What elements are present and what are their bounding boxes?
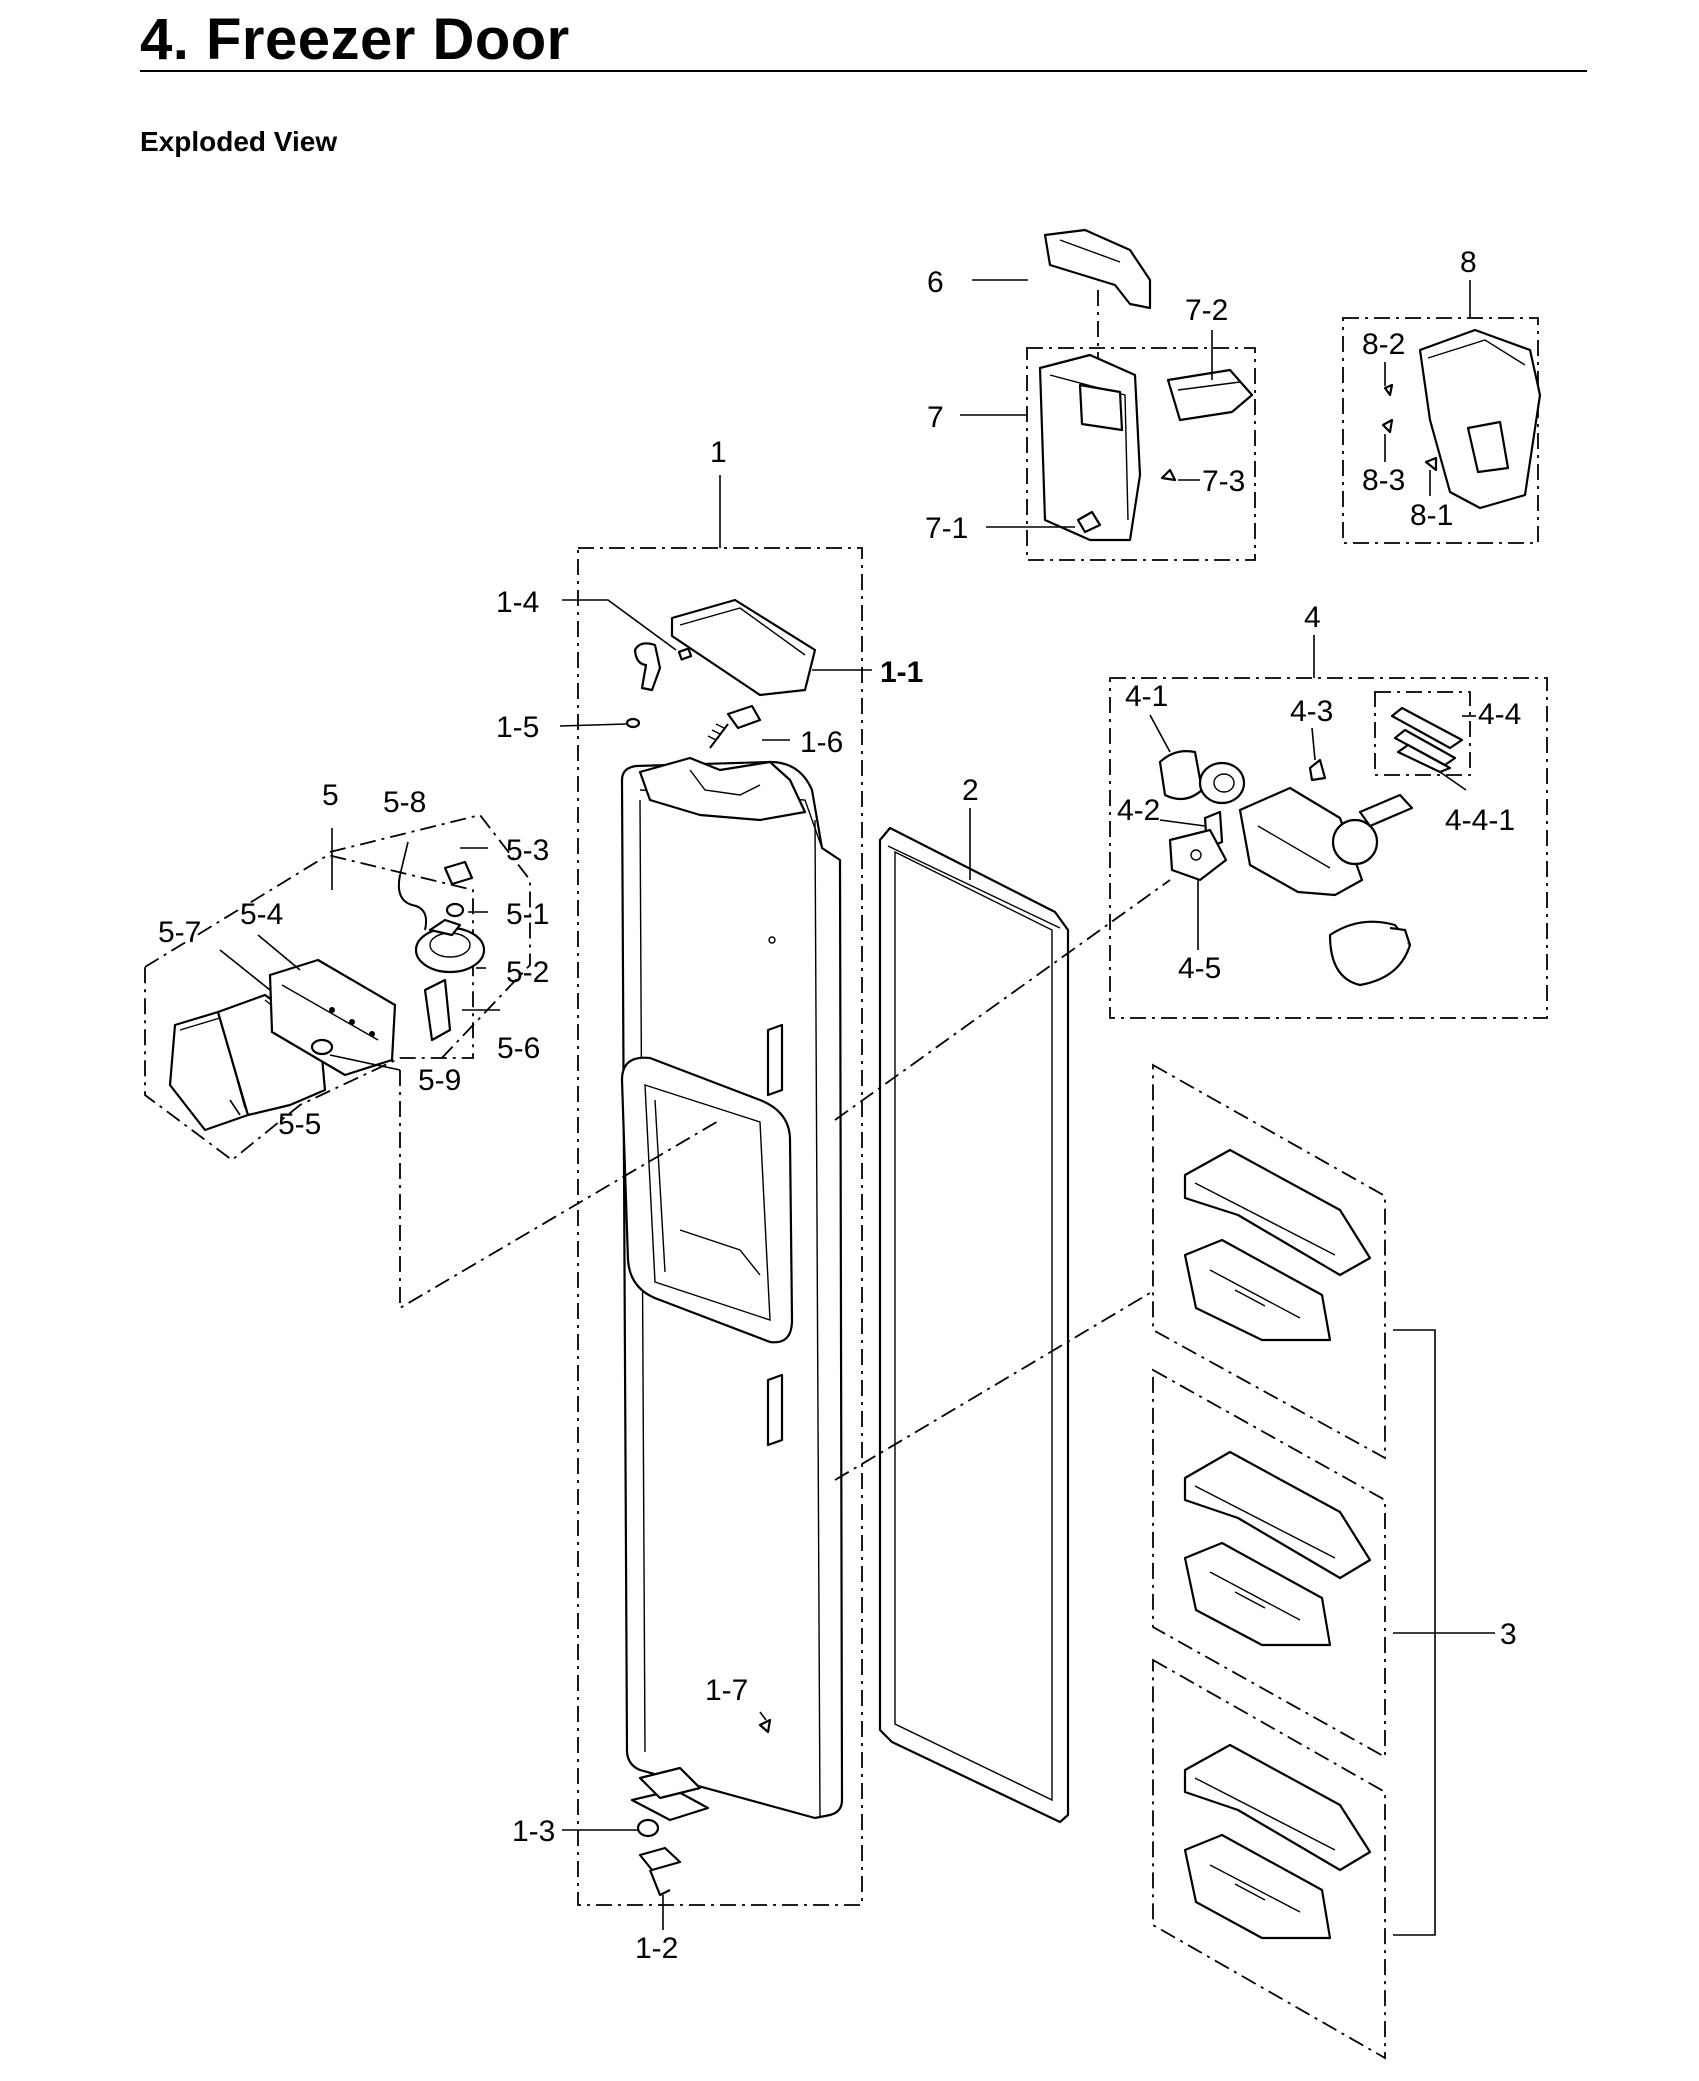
part-group-1-door-assembly bbox=[559, 475, 872, 1930]
label-5-3: 5-3 bbox=[506, 834, 549, 867]
label-3: 3 bbox=[1500, 1618, 1517, 1651]
label-4-1: 4-1 bbox=[1125, 680, 1168, 713]
label-1-1: 1-1 bbox=[880, 656, 923, 689]
label-5-2: 5-2 bbox=[506, 956, 549, 989]
label-1: 1 bbox=[710, 436, 727, 469]
group-1-boundary bbox=[577, 547, 863, 1906]
part-5-3 bbox=[443, 860, 474, 886]
label-1-2: 1-2 bbox=[635, 1932, 678, 1965]
part-8-2 bbox=[1383, 383, 1394, 397]
part-group-4-dispenser-mechanism bbox=[1109, 635, 1548, 1019]
part-4-5 bbox=[1168, 828, 1228, 882]
part-8-1 bbox=[1424, 456, 1438, 472]
label-4: 4 bbox=[1304, 601, 1321, 634]
bin-pair-middle bbox=[1183, 1450, 1372, 1647]
label-7: 7 bbox=[927, 401, 944, 434]
part-1-4 bbox=[633, 642, 662, 692]
label-5-5: 5-5 bbox=[278, 1108, 321, 1141]
part-8-3 bbox=[1381, 418, 1394, 434]
label-5-1: 5-1 bbox=[506, 898, 549, 931]
label-8-2: 8-2 bbox=[1362, 328, 1405, 361]
label-4-5: 4-5 bbox=[1178, 952, 1221, 985]
title-rule bbox=[140, 70, 1587, 72]
part-1-3-hinge-cap bbox=[636, 1818, 660, 1838]
label-1-7: 1-7 bbox=[705, 1674, 748, 1707]
label-7-3: 7-3 bbox=[1202, 465, 1245, 498]
label-5-6: 5-6 bbox=[497, 1032, 540, 1065]
label-6: 6 bbox=[927, 266, 944, 299]
label-4-2: 4-2 bbox=[1117, 794, 1160, 827]
page-title: 4. Freezer Door bbox=[140, 7, 570, 72]
part-4-1 bbox=[1158, 750, 1204, 801]
part-1-1-top-cover bbox=[670, 598, 817, 697]
part-group-7-ice-maker bbox=[960, 330, 1256, 561]
label-5-8: 5-8 bbox=[383, 786, 426, 819]
label-2: 2 bbox=[962, 774, 979, 807]
label-4-4-1: 4-4-1 bbox=[1445, 804, 1515, 837]
label-4-4: 4-4 bbox=[1478, 698, 1521, 731]
part-5-6-button bbox=[423, 978, 452, 1042]
label-1-3: 1-3 bbox=[512, 1815, 555, 1848]
label-8: 8 bbox=[1460, 246, 1477, 279]
part-1-6-screw bbox=[707, 704, 762, 749]
label-8-3: 8-3 bbox=[1362, 464, 1405, 497]
part-group-6-ice-chute-cover bbox=[972, 228, 1152, 370]
label-5-7: 5-7 bbox=[158, 916, 201, 949]
part-5-8-wire bbox=[397, 874, 428, 931]
part-1-5 bbox=[625, 717, 641, 729]
label-5: 5 bbox=[322, 779, 339, 812]
label-7-2: 7-2 bbox=[1185, 294, 1228, 327]
label-1-6: 1-6 bbox=[800, 726, 843, 759]
part-5-5-cover bbox=[168, 1010, 250, 1132]
bin-pair-bottom bbox=[1183, 1743, 1372, 1940]
section-heading: Exploded View bbox=[140, 126, 338, 157]
part-group-3-door-bins bbox=[1152, 1063, 1495, 2060]
part-5-1 bbox=[445, 902, 465, 918]
part-group-8-ice-bucket bbox=[1342, 280, 1542, 544]
label-5-9: 5-9 bbox=[418, 1064, 461, 1097]
callout-labels: 1 1-4 1-1 1-5 1-6 1-7 1-3 1-2 2 3 4 4-1 … bbox=[158, 246, 1521, 1965]
part-7-1 bbox=[1076, 510, 1102, 534]
label-1-4: 1-4 bbox=[496, 586, 539, 619]
part-group-5-dispenser-panel bbox=[144, 813, 531, 1162]
part-1-7-screw bbox=[758, 1718, 772, 1734]
label-4-3: 4-3 bbox=[1290, 695, 1333, 728]
part-7-3 bbox=[1160, 468, 1177, 482]
door-gasket bbox=[878, 826, 1070, 1824]
label-8-1: 8-1 bbox=[1410, 499, 1453, 532]
label-1-5: 1-5 bbox=[496, 711, 539, 744]
label-5-4: 5-4 bbox=[240, 898, 283, 931]
part-4-3 bbox=[1308, 758, 1327, 782]
bin-pair-top bbox=[1183, 1148, 1372, 1342]
assembly-lines bbox=[399, 879, 1171, 1481]
part-5-9 bbox=[310, 1038, 334, 1056]
part-group-2-door-gasket bbox=[878, 808, 1070, 1824]
part-4-4-bracket bbox=[1390, 706, 1464, 774]
part-7-2 bbox=[1166, 368, 1254, 422]
part-5-4-board bbox=[268, 958, 397, 1077]
label-7-1: 7-1 bbox=[925, 512, 968, 545]
